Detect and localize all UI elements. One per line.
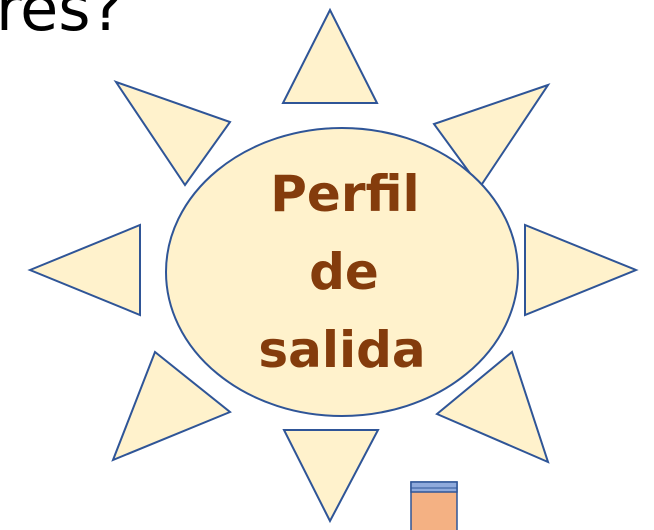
side-object: [410, 481, 458, 530]
sun-ray-bottom-left: [111, 350, 232, 462]
sun-ray-bottom-right: [435, 350, 550, 464]
sun-ray-left: [27, 223, 141, 317]
sun-ray-right: [524, 223, 639, 317]
sun-center-ellipse: [165, 127, 519, 417]
heading-fragment: res?: [0, 0, 124, 45]
sun-ray-top-right: [432, 83, 551, 189]
sun-ray-bottom: [282, 429, 380, 524]
side-object-band: [410, 481, 458, 493]
sun-ray-top: [281, 7, 379, 104]
sun-ray-top-left: [113, 80, 232, 187]
